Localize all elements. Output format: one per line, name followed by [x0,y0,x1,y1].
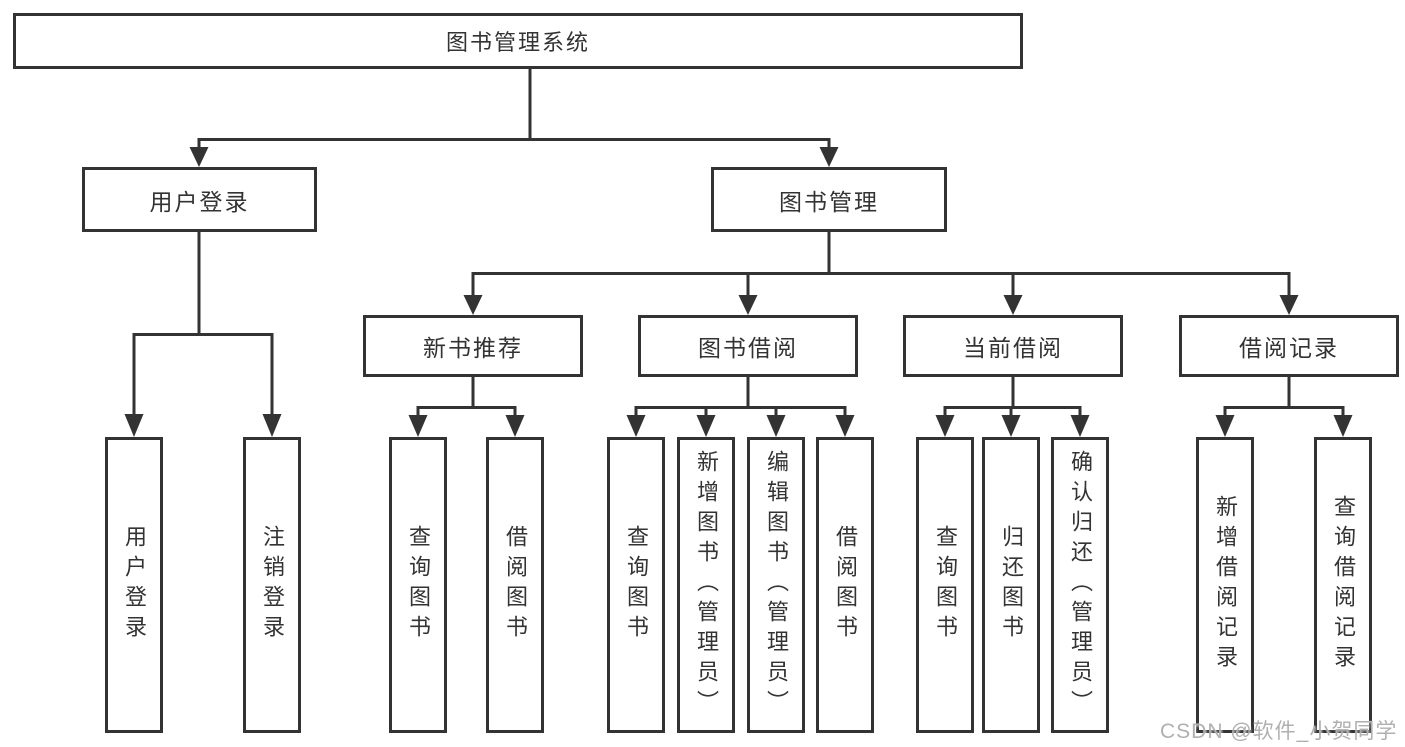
node-user-login: 用户登录 [82,167,317,232]
leaf-label: 查询借阅记录 [1331,495,1356,675]
leaf-borrow-borrow-book: 借阅图书 [816,437,874,733]
leaf-label: 借阅图书 [833,525,858,645]
arrowhead-down [1001,415,1021,437]
arrowhead-down [696,415,716,437]
leaf-borrow-search-book: 查询图书 [607,437,665,733]
arrowhead-down [819,147,839,167]
leaf-recommend-search-book: 查询图书 [389,437,447,733]
leaf-label: 新增图书（管理员） [694,450,719,720]
leaf-borrow-edit-book-admin: 编辑图书（管理员） [747,437,805,733]
arrowhead-down [1279,295,1299,315]
node-book-management: 图书管理 [711,167,947,232]
node-root: 图书管理系统 [13,13,1023,69]
arrowhead-down [1003,295,1023,315]
leaf-label: 编辑图书（管理员） [764,450,789,720]
arrowhead-down [1070,415,1090,437]
leaf-logout: 注销登录 [243,437,301,733]
arrowhead-down [262,414,282,437]
leaf-label: 新增借阅记录 [1213,495,1238,675]
leaf-recommend-borrow-book: 借阅图书 [486,437,544,733]
arrowhead-down [1215,415,1235,437]
leaf-current-search-book: 查询图书 [916,437,974,733]
arrowhead-down [505,415,525,437]
node-borrow-records: 借阅记录 [1179,315,1399,377]
leaf-label: 归还图书 [999,525,1024,645]
leaf-label: 借阅图书 [503,525,528,645]
leaf-label: 查询图书 [624,525,649,645]
leaf-user-login: 用户登录 [105,437,163,733]
csdn-watermark: CSDN @软件_小贺同学 [1160,720,1398,743]
arrowhead-down [935,415,955,437]
arrowhead-down [124,414,144,437]
leaf-borrow-add-book-admin: 新增图书（管理员） [677,437,735,733]
arrowhead-down [626,415,646,437]
arrowhead-down [766,415,786,437]
arrowhead-down [408,415,428,437]
arrowhead-down [463,295,483,315]
arrowhead-down [189,147,209,167]
leaf-records-search-record: 查询借阅记录 [1314,437,1372,733]
leaf-label: 查询图书 [406,525,431,645]
leaf-label: 确认归还（管理员） [1068,450,1093,720]
leaf-current-return-book: 归还图书 [982,437,1040,733]
leaf-label: 注销登录 [260,525,285,645]
node-new-book-recommend: 新书推荐 [363,315,583,377]
leaf-label: 查询图书 [933,525,958,645]
leaf-records-add-record: 新增借阅记录 [1196,437,1254,733]
node-current-borrow: 当前借阅 [903,315,1123,377]
arrowhead-down [1333,415,1353,437]
arrowhead-down [738,295,758,315]
arrowhead-down [835,415,855,437]
node-book-borrow: 图书借阅 [638,315,858,377]
leaf-label: 用户登录 [122,525,147,645]
leaf-current-confirm-return-admin: 确认归还（管理员） [1051,437,1109,733]
